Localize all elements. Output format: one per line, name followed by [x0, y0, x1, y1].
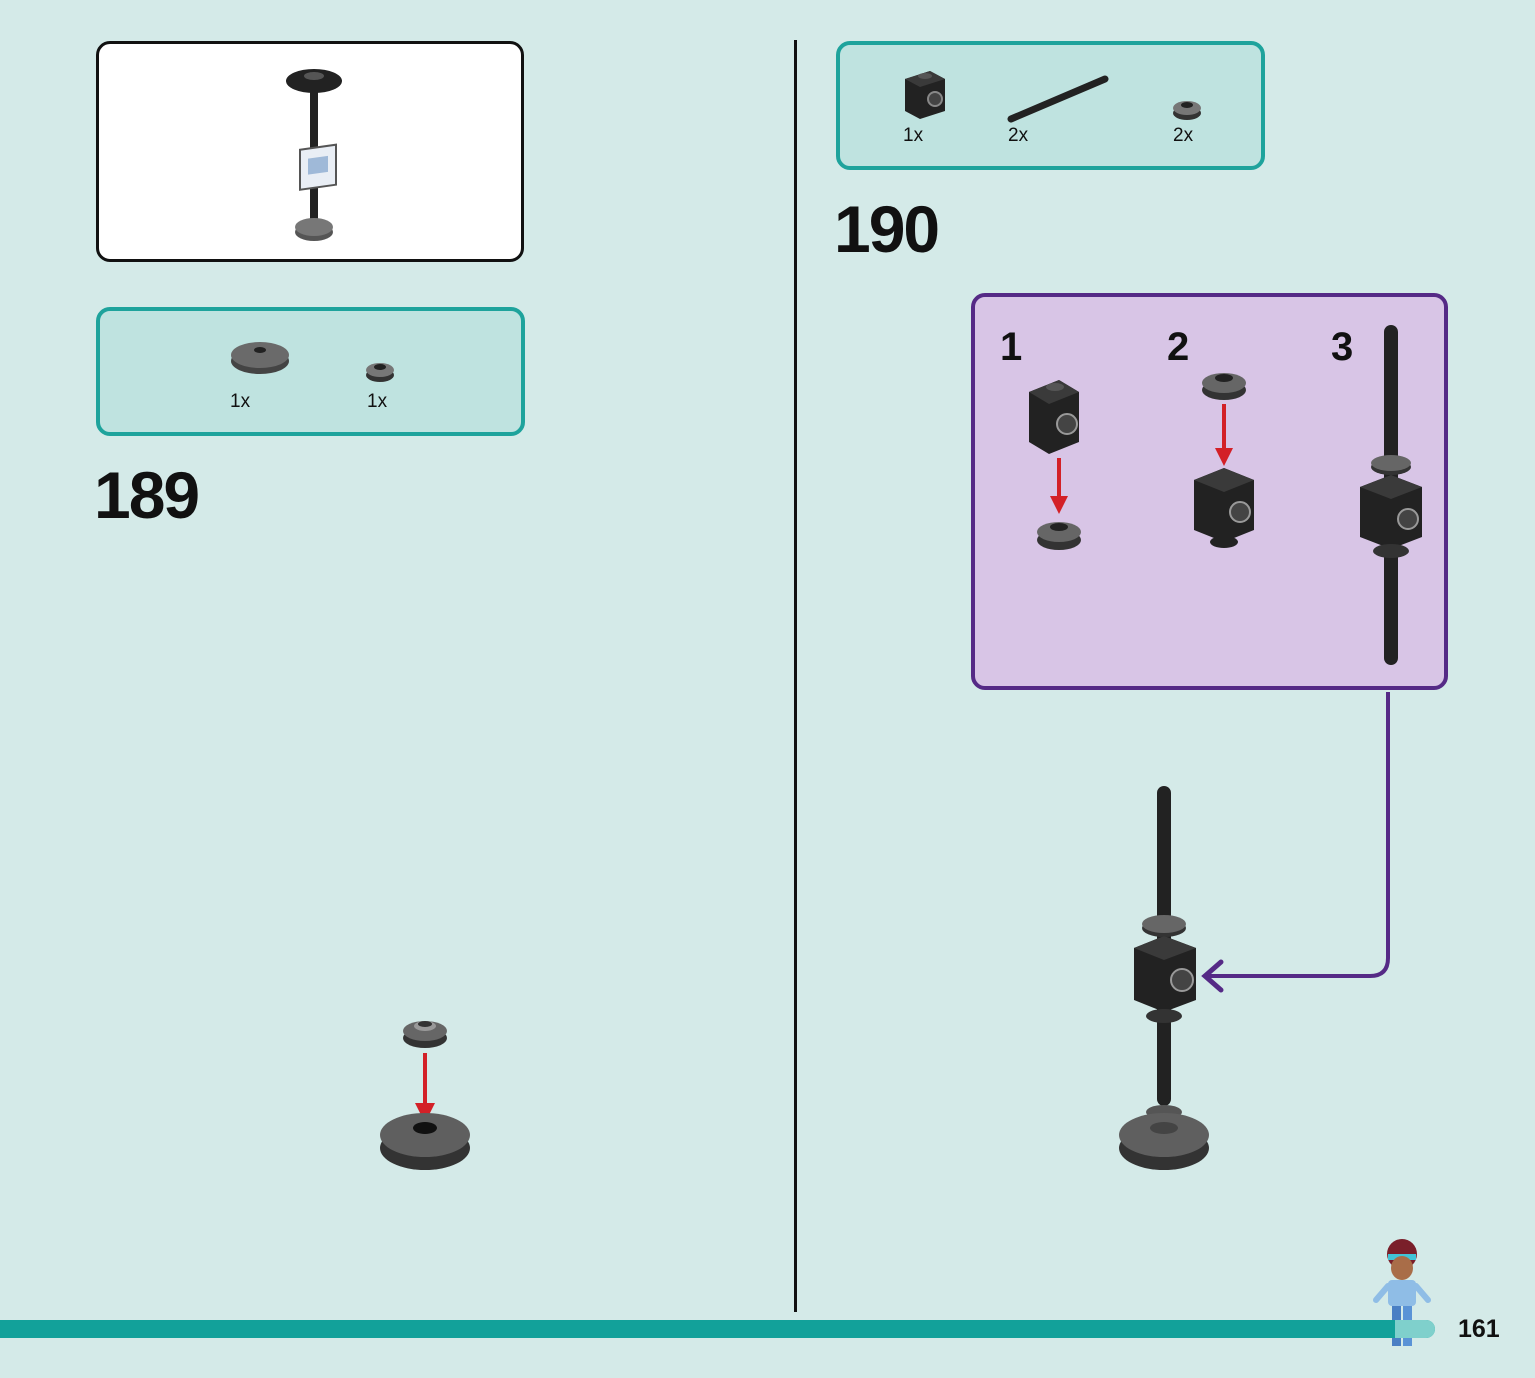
substep-number-1: 1	[1000, 325, 1023, 369]
sub-assembly-connector-arrow	[1201, 692, 1390, 993]
parts-list-step-189: 1x 1x	[96, 307, 525, 436]
substep-2-illustration	[1194, 373, 1254, 548]
brick-1x1-stud-icon	[905, 71, 945, 119]
step-number-189: 189	[94, 458, 200, 532]
substep-3-illustration	[1360, 325, 1422, 665]
substep-number-3: 3	[1331, 325, 1354, 369]
minifigure-character-icon	[1373, 1239, 1431, 1346]
part-qty: 2x	[1008, 125, 1029, 146]
model-preview-box	[96, 41, 524, 262]
round-plate-1x1-icon	[366, 363, 394, 382]
lamp-post-preview-icon	[286, 69, 342, 241]
page-number: 161	[1458, 1315, 1500, 1343]
step-number-190: 190	[834, 192, 940, 266]
round-tile-2x2-icon	[231, 342, 289, 374]
sub-assembly-box: 1 2 3	[971, 293, 1448, 690]
round-plate-1x1-icon	[1173, 101, 1201, 120]
page-divider	[794, 40, 797, 1312]
bar-icon	[1007, 75, 1109, 123]
footer-bar-cap	[1395, 1320, 1435, 1338]
part-qty: 1x	[230, 391, 251, 412]
part-qty: 2x	[1173, 125, 1194, 146]
footer-bar	[0, 1320, 1435, 1338]
parts-list-step-190: 1x 2x 2x	[836, 41, 1265, 170]
substep-number-2: 2	[1167, 325, 1190, 369]
part-qty: 1x	[367, 391, 388, 412]
part-qty: 1x	[903, 125, 924, 146]
substep-1-illustration	[1029, 380, 1081, 550]
step-190-assembly-illustration	[1119, 786, 1209, 1170]
step-189-assembly-illustration	[380, 1021, 470, 1170]
